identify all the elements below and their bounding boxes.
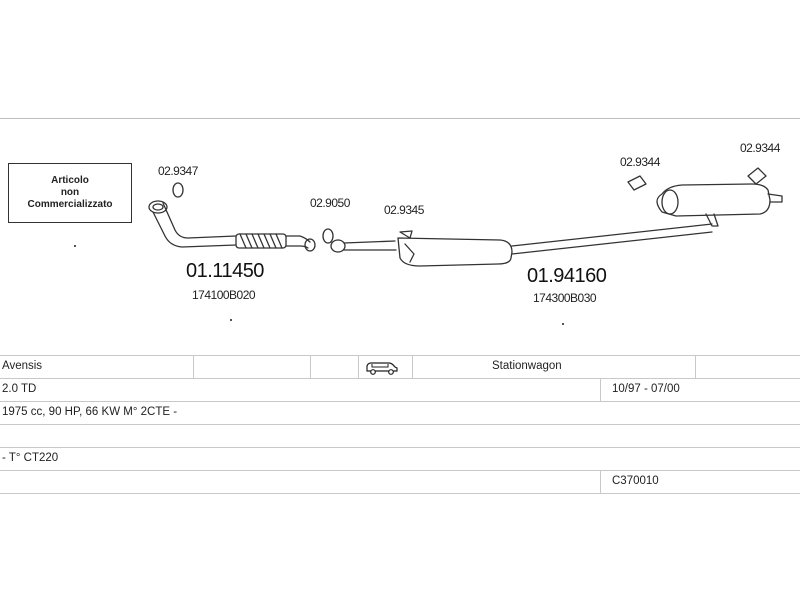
part-b-number[interactable]: 01.94160 — [527, 265, 607, 287]
col-divider — [695, 356, 696, 378]
engine-cell: 2.0 TD — [2, 383, 37, 395]
rear-mount-right — [747, 167, 767, 185]
table-row-engine: 2.0 TD 10/97 - 07/00 — [0, 378, 800, 401]
notice-line-2: non — [60, 187, 80, 198]
gasket-front-ring — [172, 182, 184, 198]
body-type-cell: Stationwagon — [492, 360, 562, 372]
gasket-front-label[interactable]: 02.9347 — [158, 164, 198, 178]
rear-muffler — [656, 183, 783, 227]
notice-line-3: Commercializzato — [27, 199, 113, 210]
mount-rear-right-label[interactable]: 02.9344 — [740, 141, 780, 155]
vehicle-info-table: Avensis Stationwagon 2.0 TD 10/97 - 07/0… — [0, 355, 800, 494]
part-b-oem: 174300B030 — [533, 291, 597, 305]
center-muffler — [397, 237, 513, 267]
specs-cell: 1975 cc, 90 HP, 66 KW M° 2CTE - — [2, 406, 178, 418]
table-row-empty — [0, 424, 800, 447]
mid-mount — [399, 230, 413, 239]
flex-joint — [235, 233, 316, 252]
col-divider — [412, 356, 413, 378]
model-cell: Avensis — [2, 360, 43, 372]
catalog-code-cell: C370010 — [612, 475, 659, 487]
col-divider — [600, 471, 601, 493]
col-divider — [193, 356, 194, 378]
not-available-notice: Articolo non Commercializzato — [8, 163, 132, 223]
col-divider — [600, 379, 601, 401]
part-a-number[interactable]: 01.11450 — [186, 260, 264, 282]
front-flange — [148, 200, 168, 214]
mount-mid-label[interactable]: 02.9345 — [384, 203, 424, 217]
table-row-type: - T° CT220 — [0, 447, 800, 470]
mount-rear-left-label[interactable]: 02.9344 — [620, 155, 660, 169]
station-wagon-car-icon — [366, 362, 398, 375]
col-divider — [310, 356, 311, 378]
top-rule — [0, 118, 800, 119]
stray-dot-3 — [562, 323, 564, 325]
front-pipe — [152, 202, 237, 248]
mid-pipe — [343, 240, 397, 251]
table-row-specs: 1975 cc, 90 HP, 66 KW M° 2CTE - — [0, 401, 800, 424]
notice-line-1: Articolo — [51, 175, 89, 186]
gasket-mid-part — [322, 228, 346, 253]
table-row-catalog: C370010 — [0, 470, 800, 494]
stray-dot-2 — [230, 319, 232, 321]
rear-mount-left — [627, 175, 647, 191]
part-a-oem: 174100B020 — [192, 288, 256, 302]
type-code-cell: - T° CT220 — [2, 452, 59, 464]
period-cell: 10/97 - 07/00 — [612, 383, 680, 395]
rear-pipe — [511, 223, 713, 255]
col-divider — [358, 356, 359, 378]
stray-dot-1 — [74, 245, 76, 247]
table-row-model: Avensis Stationwagon — [0, 355, 800, 378]
gasket-mid-label[interactable]: 02.9050 — [310, 196, 350, 210]
